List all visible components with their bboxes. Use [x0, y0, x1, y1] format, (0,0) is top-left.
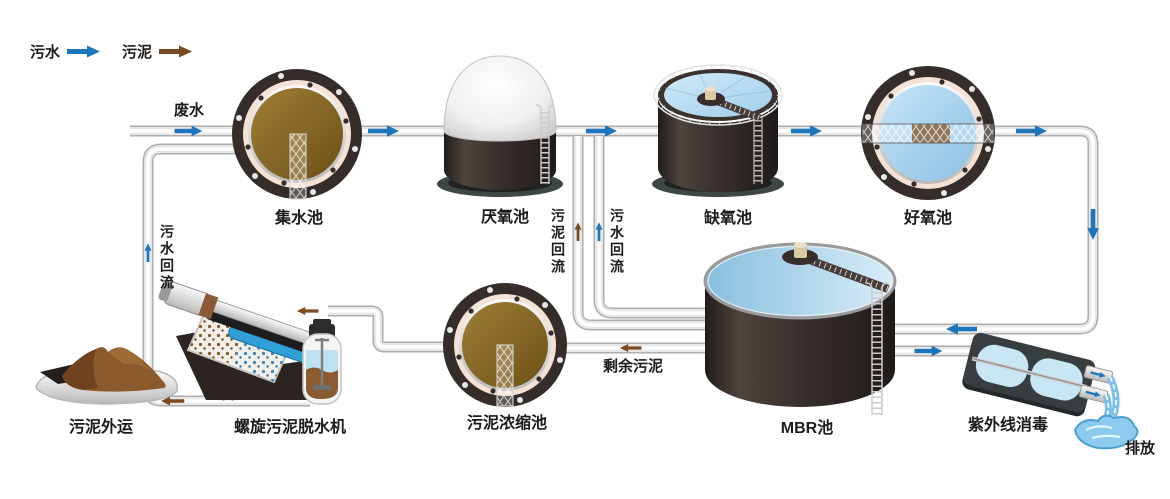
aerobic-tank-bolts [865, 70, 991, 196]
aerobic-tank-label: 好氧池 [903, 210, 953, 227]
legend-item-sludge: 污泥 [122, 41, 194, 62]
anoxic-tank [652, 64, 784, 197]
feed-label: 废水 [173, 102, 205, 119]
dewatering-machine-label: 螺旋污泥脱水机 [233, 419, 347, 436]
sludge-arrow-icon [159, 45, 193, 58]
thickener-to-machine-pipe [328, 305, 446, 353]
anoxic-tank-railing [653, 64, 783, 126]
sludge-thickening-tank [443, 283, 567, 407]
wastewater-arrow-icon [67, 45, 101, 58]
mbr-tank [703, 242, 897, 415]
aerobic-tank-inner-bolts [874, 79, 982, 187]
sludge-return-label: 污泥回流 [550, 208, 566, 276]
legend-item-wastewater: 污水 [30, 41, 102, 62]
legend-wastewater-label: 污水 [30, 44, 61, 61]
thickener-truss [496, 344, 514, 407]
sewage-return-mid-label: 污水回流 [609, 208, 625, 276]
screw-dewatering-machine [158, 281, 342, 405]
anoxic-tank-mixer [697, 86, 762, 122]
anoxic-tank-railing-posts [654, 64, 782, 126]
sludge-transport-label: 污泥外运 [68, 419, 134, 436]
arrow-thickener-to-machine [296, 306, 319, 316]
uv-disinfection-unit [962, 332, 1139, 450]
uv-disinfection-label: 紫外线消毒 [967, 417, 1049, 434]
mbr-mixer [782, 242, 890, 293]
mbr-ladder [865, 282, 889, 415]
mbr-tank-label: MBR池 [780, 420, 834, 437]
discharge-splash [1073, 375, 1139, 450]
aerobic-tank-walkway [861, 123, 995, 144]
thickener-bolts [447, 287, 563, 403]
legend: 污水 污泥 [30, 41, 194, 62]
aerobic-tank [861, 66, 995, 200]
screw-press [158, 281, 342, 373]
anaerobic-tank-ladder [535, 104, 555, 184]
anaerobic-tank [437, 55, 563, 197]
sewage-return-mid-pipe [593, 136, 706, 319]
anoxic-tank-ladder [753, 118, 763, 184]
filtrate-bottle [302, 319, 342, 405]
legend-sludge-label: 污泥 [122, 44, 153, 61]
thickening-tank-label: 污泥浓缩池 [466, 415, 548, 432]
anoxic-tank-label: 缺氧池 [703, 210, 753, 227]
thickener-inner-bolts [456, 296, 554, 394]
anaerobic-tank-label: 厌氧池 [480, 209, 530, 226]
sludge-pile [35, 347, 179, 405]
collection-tank [232, 69, 362, 200]
excess-sludge-label: 剩余污泥 [602, 358, 664, 375]
collection-tank-bolts [236, 73, 358, 195]
collection-tank-truss [289, 133, 307, 200]
sewage-return-left-label: 污水回流 [159, 224, 175, 292]
discharge-label: 排放 [1124, 440, 1156, 457]
collection-tank-label: 集水池 [274, 210, 324, 227]
sludge-return-pipe [572, 136, 706, 331]
collection-tank-inner-bolts [245, 82, 349, 186]
